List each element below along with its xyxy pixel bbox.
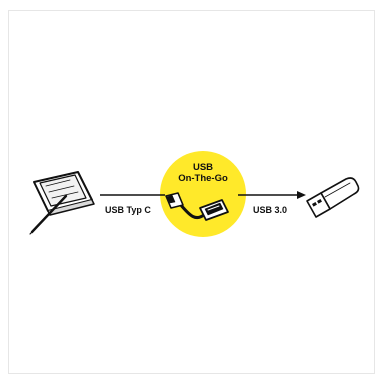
right-connection-arrow bbox=[238, 191, 306, 199]
smartphone-with-stylus-icon bbox=[30, 172, 94, 234]
left-connection-label: USB Typ C bbox=[105, 205, 151, 215]
right-connection-label: USB 3.0 bbox=[253, 205, 287, 215]
usb-flash-drive-icon bbox=[307, 178, 359, 217]
center-title-line2: On-The-Go bbox=[178, 173, 228, 184]
center-title-line1: USB bbox=[193, 162, 213, 173]
